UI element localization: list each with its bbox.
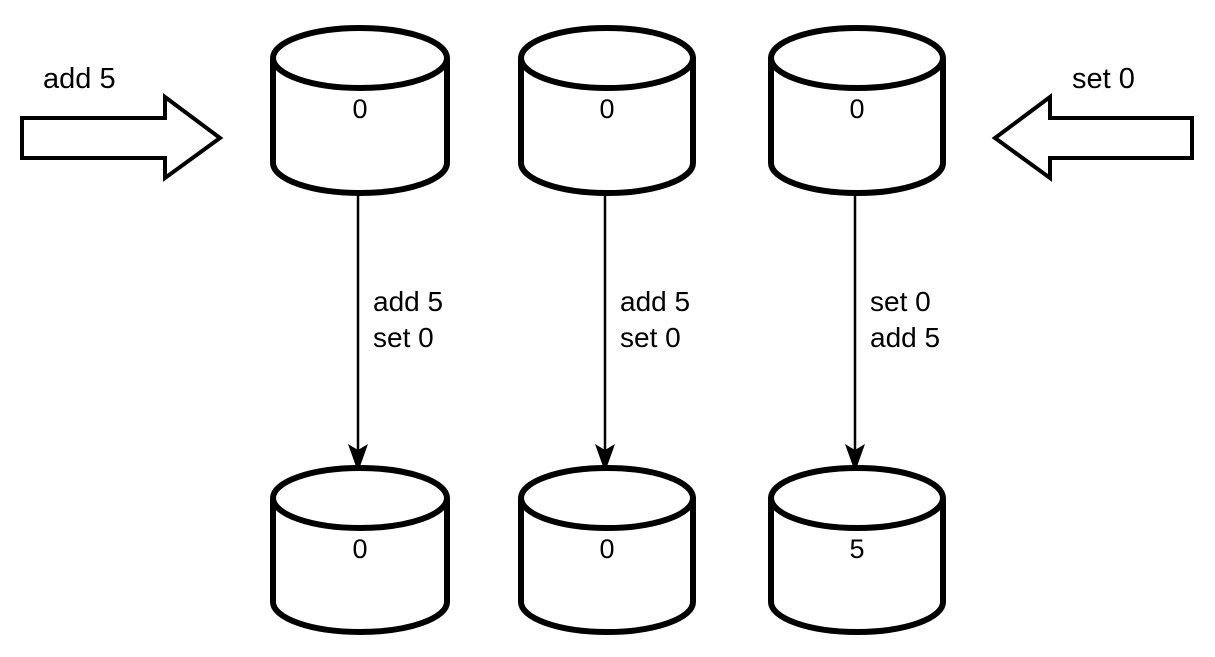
replica-3-operation-2: add 5 <box>870 322 940 353</box>
replica-3-before-value: 0 <box>849 94 864 124</box>
cylinder-body <box>518 495 696 635</box>
block-arrow-left-icon[interactable] <box>991 93 1194 182</box>
replica-2-operation-1: add 5 <box>620 286 690 317</box>
cylinder-body <box>518 55 696 196</box>
replica-2-bottom-cylinder[interactable] <box>518 465 696 635</box>
cylinder-top-ellipse <box>270 465 450 531</box>
replica-1-operation-1: add 5 <box>373 286 443 317</box>
left-client-operation[interactable] <box>20 93 224 182</box>
cylinder-top-ellipse <box>768 465 946 531</box>
right-client-operation-label: set 0 <box>1072 63 1135 95</box>
cylinder-body <box>768 495 946 635</box>
arrowhead-icon <box>348 444 368 472</box>
replica-2-operation-2: set 0 <box>620 322 681 353</box>
replica-3-bottom-cylinder[interactable] <box>768 465 946 635</box>
cylinder-body <box>768 55 946 196</box>
arrowhead-icon <box>845 444 865 472</box>
arrowhead-icon <box>595 444 615 472</box>
replica-2-after-value: 0 <box>599 534 614 564</box>
replica-3-top-cylinder[interactable] <box>768 25 946 196</box>
cylinder-top-ellipse <box>270 25 450 91</box>
replica-2-before-value: 0 <box>599 94 614 124</box>
cylinder-top-ellipse <box>518 25 696 91</box>
replica-1-before-value: 0 <box>352 94 367 124</box>
replica-1-flow-arrow <box>348 190 368 472</box>
replica-1-bottom-cylinder[interactable] <box>270 465 450 635</box>
cylinder-body <box>270 495 450 635</box>
replica-1-after-value: 0 <box>352 534 367 564</box>
cylinder-body <box>270 55 450 196</box>
replica-1-top-cylinder[interactable] <box>270 25 450 196</box>
replica-2-flow-arrow <box>595 190 615 472</box>
block-arrow-right-icon[interactable] <box>20 93 224 182</box>
replica-3-flow-arrow <box>845 190 865 472</box>
replica-2-top-cylinder[interactable] <box>518 25 696 196</box>
replica-3-operation-1: set 0 <box>870 286 931 317</box>
left-client-operation-label: add 5 <box>43 63 116 95</box>
right-client-operation[interactable] <box>991 93 1194 182</box>
replica-1-operation-2: set 0 <box>373 322 434 353</box>
cylinder-top-ellipse <box>768 25 946 91</box>
cylinder-top-ellipse <box>518 465 696 531</box>
replica-3-after-value: 5 <box>849 534 864 564</box>
